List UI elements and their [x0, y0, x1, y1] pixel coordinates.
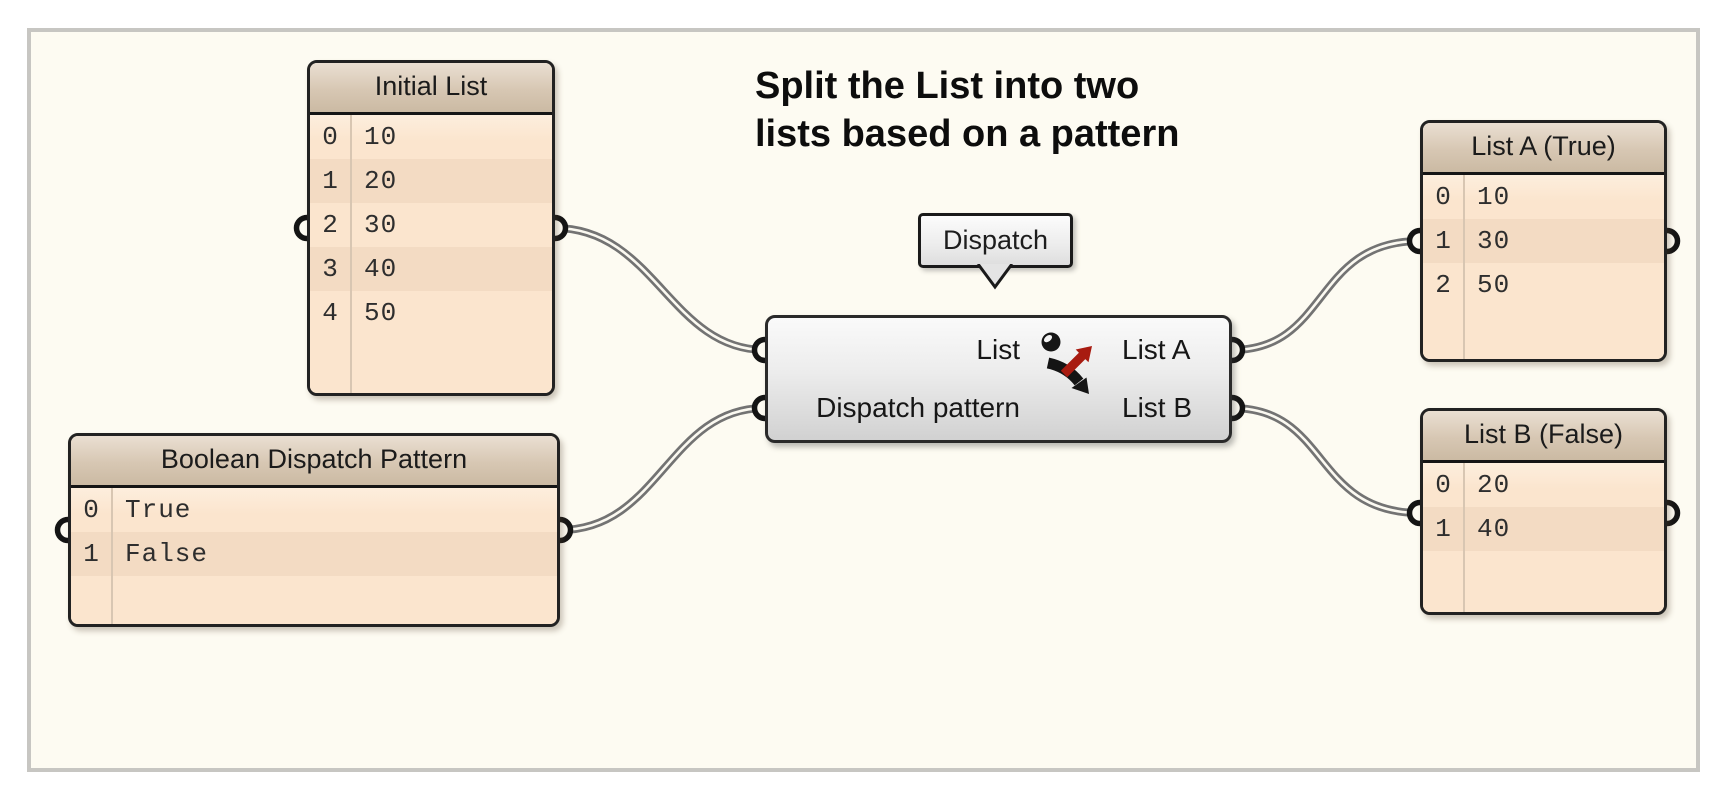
dispatch-tooltip-pointer [976, 264, 1014, 290]
title-line-2: lists based on a pattern [755, 113, 1180, 155]
panel-list-a-title: List A (True) [1423, 123, 1664, 175]
input-port-list-label: List [976, 334, 1020, 365]
output-port-listb-label: List B [1122, 392, 1193, 423]
input-port-pattern-label: Dispatch pattern [816, 392, 1020, 423]
panel-list-b-title: List B (False) [1423, 411, 1664, 463]
wire-initial-to-list-input[interactable] [554, 224, 766, 354]
dispatch-tooltip: Dispatch [918, 213, 1073, 268]
panel-initial-list-title: Initial List [310, 63, 552, 115]
panel-boolean-title: Boolean Dispatch Pattern [71, 436, 557, 488]
dispatch-tooltip-label: Dispatch [942, 225, 1049, 255]
wire-lista-output[interactable] [1231, 237, 1421, 354]
dispatch-component[interactable]: List Dispatch pattern List A List B [765, 315, 1232, 443]
title-line-1: Split the List into two [755, 65, 1140, 107]
output-port-lista-label: List A [1122, 334, 1191, 365]
wire-listb-output[interactable] [1231, 404, 1421, 517]
annotation-title: Split the List into two lists based on a… [755, 62, 1179, 158]
wire-pattern-to-dispatch-input[interactable] [559, 404, 766, 534]
dispatch-arrows-icon [1041, 332, 1092, 394]
